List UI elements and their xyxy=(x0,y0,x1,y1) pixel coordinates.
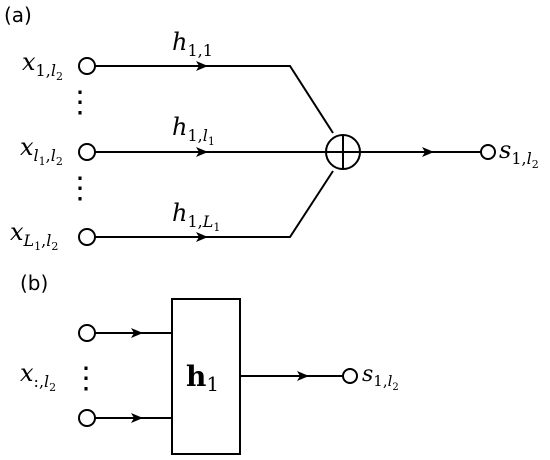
output-node-a xyxy=(480,144,496,160)
ellipsis-b: ⋮ xyxy=(71,361,101,396)
ellipsis-a-1: ⋮ xyxy=(65,85,95,120)
input-node-3 xyxy=(78,228,96,246)
input-node-b-2 xyxy=(78,409,96,427)
output-node-b xyxy=(342,368,358,384)
filter-label-3: h1,L1 xyxy=(172,199,220,234)
input-label-1: x1,l2 xyxy=(22,48,63,83)
input-label-b: x:,l2 xyxy=(20,359,56,394)
input-node-b-1 xyxy=(78,324,96,342)
output-label-b: s1,l2 xyxy=(362,362,399,393)
input-node-2 xyxy=(78,143,96,161)
input-label-3: xL1,l2 xyxy=(10,218,58,253)
output-label-a: s1,l2 xyxy=(499,136,539,171)
filter-label-2: h1,l1 xyxy=(172,113,215,148)
panel-b-tag: (b) xyxy=(20,271,48,295)
ellipsis-a-2: ⋮ xyxy=(65,171,95,206)
panel-a-tag: (a) xyxy=(4,3,32,27)
branch-wire-3 xyxy=(95,170,334,238)
filter-block xyxy=(171,298,241,455)
filter-block-label: h1 xyxy=(186,360,219,396)
summation-node xyxy=(325,134,361,170)
input-node-1 xyxy=(78,57,96,75)
filter-label-1: h1,1 xyxy=(172,28,213,60)
branch-wire-1 xyxy=(95,65,334,134)
input-label-2: xl1,l2 xyxy=(20,133,63,168)
